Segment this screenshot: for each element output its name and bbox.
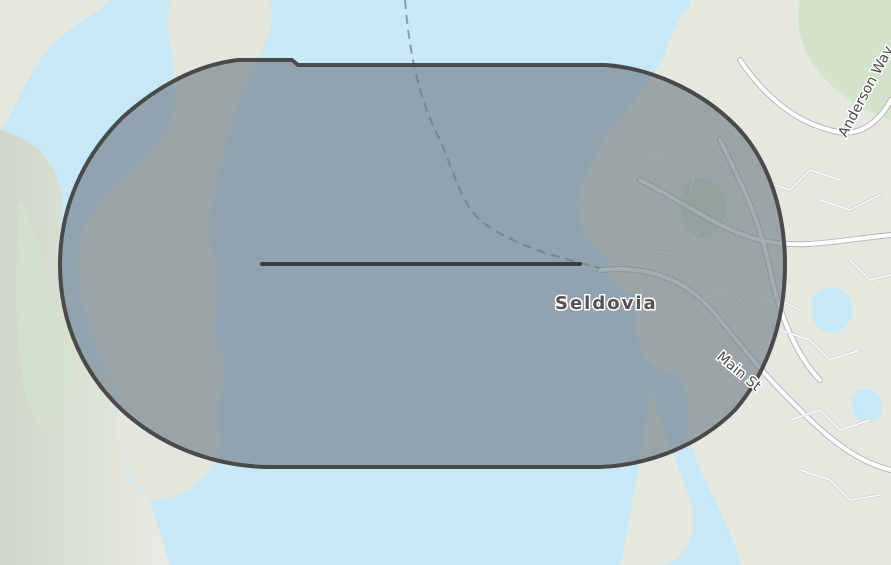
town-label: Seldovia — [555, 293, 658, 314]
lake-east-2 — [851, 389, 883, 423]
lake-east-1 — [811, 287, 853, 333]
green-forest-east — [798, 0, 891, 120]
green-forest-west — [16, 200, 73, 430]
west-shoreline-land — [0, 130, 170, 565]
northwest-land — [0, 0, 110, 130]
south-spit — [620, 390, 693, 565]
